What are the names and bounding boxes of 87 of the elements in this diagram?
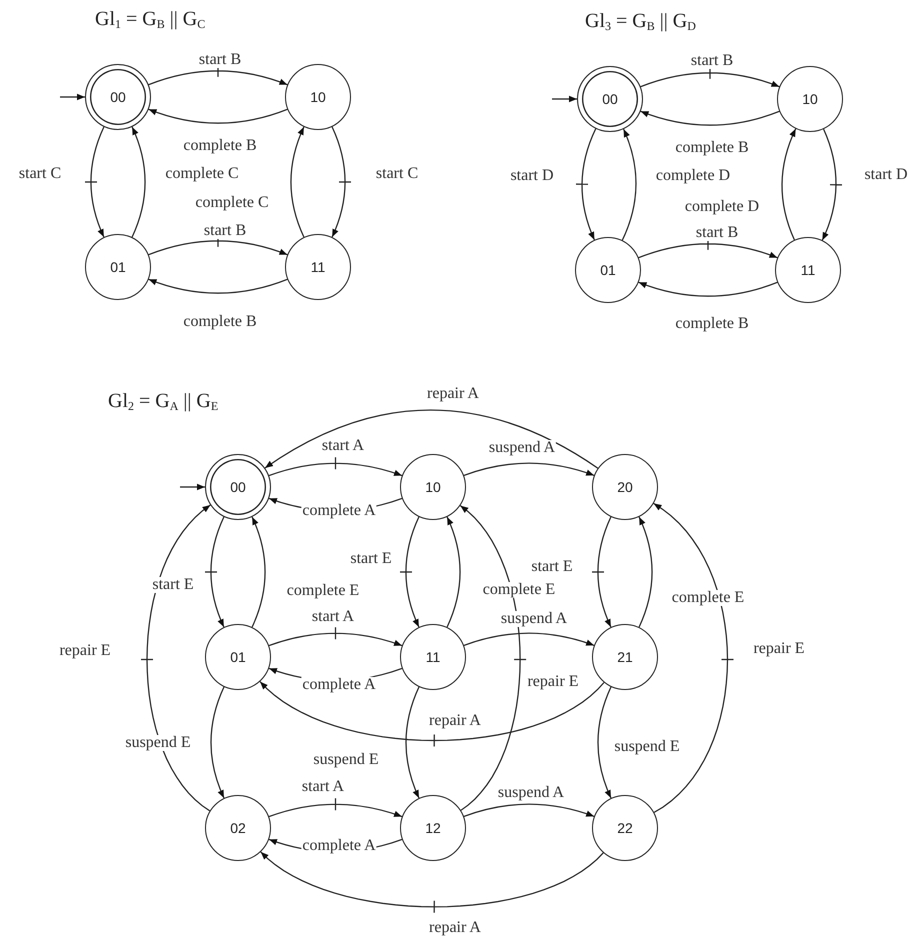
edge-label: start B [198, 52, 242, 68]
initial-state-circle: 00 [205, 454, 271, 520]
transition-arrow [290, 126, 304, 238]
state-circle: 10 [400, 454, 466, 520]
edge-label: complete E [670, 590, 746, 606]
transition-arrow [268, 456, 403, 476]
transition-arrow [575, 128, 596, 240]
edge-label: repair E [752, 641, 806, 657]
state-circle: 12 [400, 795, 466, 861]
transition-arrow [252, 516, 266, 628]
edge-label: complete D [684, 199, 760, 215]
state-circle: 02 [205, 795, 271, 861]
state-circle: 20 [592, 454, 658, 520]
transition-arrow [464, 804, 594, 817]
transition-arrow [399, 516, 420, 628]
edge-label: repair A [428, 713, 482, 729]
transition-arrow [597, 686, 612, 798]
graph-title: Gl$_{2}$ = G$_{A}$ || G$_{E}$ [108, 390, 218, 414]
state-circle: 11 [400, 624, 466, 690]
state-circle: 11 [285, 234, 351, 300]
edge-label: complete B [674, 140, 750, 156]
transition-arrow [460, 505, 527, 811]
initial-arrow [552, 96, 577, 102]
state-circle: 01 [205, 624, 271, 690]
edge-label: complete A [301, 838, 377, 854]
transition-arrow [822, 128, 843, 241]
transition-arrow [132, 126, 146, 238]
edge-label: complete B [674, 316, 750, 332]
transition-arrow [210, 686, 225, 798]
transition-arrow [591, 516, 612, 628]
edge-label: complete C [164, 166, 240, 182]
transition-arrow [148, 278, 288, 294]
edge-label: complete B [182, 138, 258, 154]
transition-arrow [268, 798, 403, 818]
state-circle: 21 [592, 624, 658, 690]
transition-arrow [464, 632, 594, 646]
transition-arrow [259, 681, 605, 748]
edge-label: complete E [286, 583, 360, 599]
transition-arrow [260, 851, 604, 914]
transition-arrow [638, 516, 653, 628]
edge-label: start E [151, 577, 195, 593]
state-circle: 01 [575, 237, 641, 303]
edge-label: complete A [301, 503, 377, 519]
edge-label: suspend A [500, 611, 568, 627]
state-circle: 22 [592, 795, 658, 861]
edge-label: complete B [182, 314, 258, 330]
edge-label: complete E [482, 582, 556, 598]
transition-arrow [268, 626, 403, 646]
transition-arrow [640, 110, 780, 126]
transition-arrow [653, 502, 734, 813]
transition-arrow [405, 686, 420, 798]
initial-state-circle: 00 [577, 66, 643, 132]
edge-label: suspend A [496, 785, 566, 801]
edge-label: suspend E [124, 735, 192, 751]
state-circle: 10 [777, 66, 843, 132]
edge-label: suspend E [613, 739, 681, 755]
initial-arrow [60, 94, 85, 100]
graph-title: Gl$_{1}$ = G$_{B}$ || G$_{C}$ [95, 8, 206, 32]
edge-label: suspend E [312, 752, 380, 768]
edge-label: repair E [58, 643, 112, 659]
state-circle: 01 [85, 234, 151, 300]
edge-label: start B [202, 223, 248, 239]
transition-arrow [622, 128, 637, 241]
edge-label: complete A [301, 677, 377, 693]
graph-title: Gl$_{3}$ = G$_{B}$ || G$_{D}$ [585, 10, 696, 34]
transition-arrow [464, 462, 594, 476]
transition-arrow [332, 126, 352, 238]
transition-arrow [140, 504, 211, 812]
edge-label: repair A [428, 920, 482, 936]
edge-label: start B [690, 53, 734, 69]
state-circle: 11 [775, 237, 841, 303]
initial-state-circle: 00 [85, 64, 151, 130]
transition-arrow [638, 282, 778, 297]
edge-label: repair A [426, 386, 480, 402]
edge-label: complete C [194, 195, 270, 211]
transition-arrow [446, 516, 461, 628]
edge-label: complete D [654, 168, 732, 184]
transition-arrow [84, 126, 104, 238]
transition-arrow [204, 516, 224, 628]
state-circle: 10 [285, 64, 351, 130]
edge-label: suspend A [488, 440, 556, 456]
transition-arrow [148, 108, 288, 124]
edge-label: repair E [526, 674, 580, 690]
edge-label: start B [694, 225, 740, 241]
transition-arrow [264, 410, 598, 469]
transition-arrow [781, 128, 796, 240]
initial-arrow [180, 484, 205, 490]
